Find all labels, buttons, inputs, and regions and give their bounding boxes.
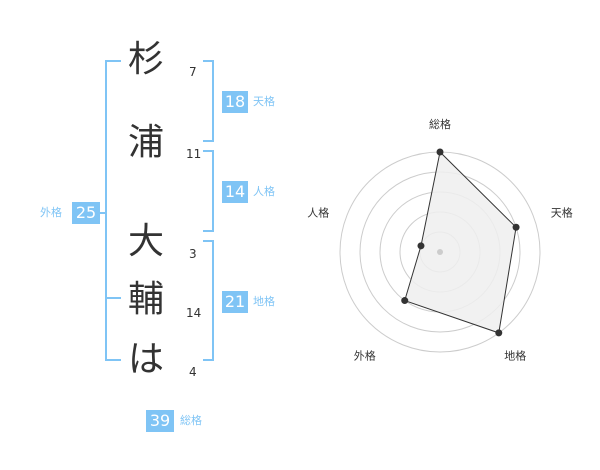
name-char-5: は xyxy=(127,339,164,380)
gaikaku-label: 外格 xyxy=(40,206,62,219)
stroke-count-4: 14 xyxy=(186,306,202,320)
radar-axis-label-4: 外格 xyxy=(354,349,376,363)
name-char-3: 大 xyxy=(127,221,164,262)
radar-axis-label-2: 天格 xyxy=(551,205,573,219)
gaikaku-bracket-tick xyxy=(105,297,121,299)
radar-point-3 xyxy=(495,329,503,337)
radar-axis-label-5: 人格 xyxy=(307,205,329,219)
tenkaku-score: 18 xyxy=(222,91,248,113)
name-char-1: 杉 xyxy=(127,39,164,80)
radar-axis-label-1: 総格 xyxy=(429,117,451,131)
radar-point-1 xyxy=(436,148,444,156)
chikaku-label: 地格 xyxy=(253,295,275,308)
stroke-count-2: 11 xyxy=(186,147,202,161)
jinkaku-label: 人格 xyxy=(253,185,275,198)
chikaku-score: 21 xyxy=(222,291,248,313)
name-char-4: 輔 xyxy=(127,279,164,320)
gaikaku-bracket-stem xyxy=(97,212,107,214)
radar-area xyxy=(404,150,517,334)
radar-point-5 xyxy=(417,242,425,250)
soukaku-label: 総格 xyxy=(180,414,202,427)
radar-center-dot xyxy=(437,249,443,255)
tenkaku-bracket xyxy=(203,60,214,142)
gaikaku-bracket xyxy=(105,60,121,361)
stroke-count-3: 3 xyxy=(189,247,197,261)
radar-point-2 xyxy=(512,223,520,231)
gaikaku-score: 25 xyxy=(72,202,100,224)
soukaku-score: 39 xyxy=(146,410,174,432)
chikaku-bracket xyxy=(203,240,214,361)
radar-point-4 xyxy=(401,297,409,305)
jinkaku-score: 14 xyxy=(222,181,248,203)
stroke-count-1: 7 xyxy=(189,65,197,79)
radar-axis-label-3: 地格 xyxy=(504,349,526,363)
name-char-2: 浦 xyxy=(127,122,164,163)
tenkaku-label: 天格 xyxy=(253,95,275,108)
jinkaku-bracket xyxy=(203,150,214,232)
stroke-count-5: 4 xyxy=(189,365,197,379)
